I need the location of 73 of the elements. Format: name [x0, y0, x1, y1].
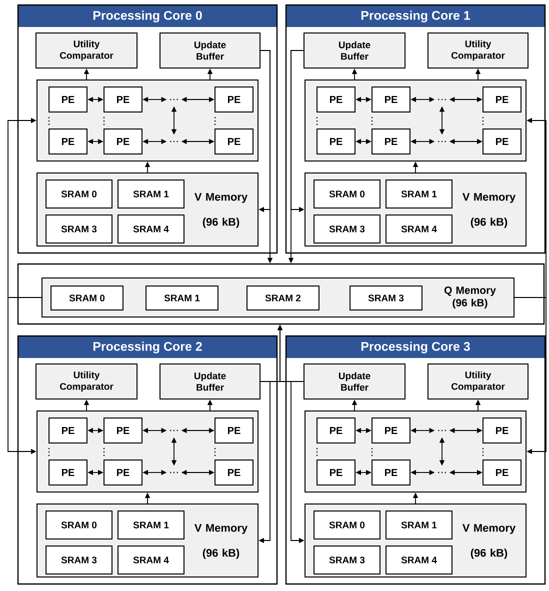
ellipsis: … — [438, 430, 446, 432]
vertical-ellipsis: ⋮ — [482, 448, 484, 456]
vertical-ellipsis: ⋮ — [103, 448, 105, 456]
sram-box: SRAM 0 — [314, 510, 380, 540]
sram-box: SRAM 3 — [314, 546, 380, 574]
pe-box: PE — [214, 460, 254, 486]
sram-box: SRAM 1 — [386, 180, 452, 208]
pe-box: PE — [482, 460, 522, 486]
vertical-ellipsis: ⋮ — [372, 448, 373, 456]
sram-box: SRAM 3 — [46, 546, 112, 574]
sram-box: SRAM 4 — [118, 546, 184, 574]
arrow — [514, 297, 546, 454]
sram-box: SRAM 1 — [118, 180, 184, 208]
function-box: Update Buffer — [160, 32, 260, 68]
ellipsis: … — [170, 98, 178, 100]
pe-box: PE — [48, 418, 88, 444]
pe-box: PE — [482, 128, 522, 154]
pe-box: PE — [214, 86, 254, 112]
vertical-ellipsis: ⋮ — [103, 116, 105, 126]
pe-box: PE — [48, 128, 88, 154]
vertical-ellipsis: ⋮ — [482, 116, 484, 126]
sram-box: SRAM 0 — [46, 180, 112, 208]
pe-box: PE — [214, 418, 254, 444]
function-box: Utility Comparator — [36, 364, 138, 400]
ellipsis: … — [170, 472, 178, 474]
pe-box: PE — [316, 128, 356, 154]
sram-box: SRAM 1 — [386, 510, 452, 540]
sram-box: SRAM 0 — [50, 286, 124, 310]
function-box: Update Buffer — [304, 32, 406, 68]
pe-box: PE — [48, 86, 88, 112]
vertical-ellipsis: ⋮ — [316, 448, 318, 456]
function-box: Utility Comparator — [36, 32, 138, 68]
vertical-ellipsis: ⋮ — [372, 116, 373, 126]
ellipsis: … — [438, 98, 446, 100]
pe-box: PE — [104, 460, 142, 486]
vertical-ellipsis: ⋮ — [48, 116, 50, 126]
pe-box: PE — [48, 460, 88, 486]
pe-box: PE — [372, 86, 410, 112]
vertical-ellipsis: ⋮ — [214, 448, 216, 456]
pe-box: PE — [372, 418, 410, 444]
sram-box: SRAM 3 — [350, 286, 422, 310]
pe-box: PE — [372, 460, 410, 486]
pe-box: PE — [316, 86, 356, 112]
sram-box: SRAM 3 — [314, 214, 380, 244]
ellipsis: … — [438, 140, 446, 142]
sram-box: SRAM 0 — [46, 510, 112, 540]
pe-box: PE — [372, 128, 410, 154]
pe-box: PE — [104, 86, 142, 112]
ellipsis: … — [438, 472, 446, 474]
vertical-ellipsis: ⋮ — [48, 448, 50, 456]
sram-box: SRAM 4 — [118, 214, 184, 244]
pe-box: PE — [104, 418, 142, 444]
pe-box: PE — [316, 460, 356, 486]
function-box: Update Buffer — [304, 364, 406, 400]
pe-box: PE — [316, 418, 356, 444]
sram-box: SRAM 2 — [246, 286, 320, 310]
ellipsis: … — [170, 140, 178, 142]
ellipsis: … — [170, 430, 178, 432]
pe-box: PE — [482, 418, 522, 444]
sram-box: SRAM 1 — [118, 510, 184, 540]
sram-box: SRAM 3 — [46, 214, 112, 244]
pe-box: PE — [482, 86, 522, 112]
pe-box: PE — [104, 128, 142, 154]
vertical-ellipsis: ⋮ — [214, 116, 216, 126]
sram-box: SRAM 4 — [386, 214, 452, 244]
vertical-ellipsis: ⋮ — [316, 116, 318, 126]
sram-box: SRAM 1 — [146, 286, 218, 310]
sram-box: SRAM 4 — [386, 546, 452, 574]
sram-box: SRAM 0 — [314, 180, 380, 208]
pe-box: PE — [214, 128, 254, 154]
function-box: Utility Comparator — [428, 32, 528, 68]
function-box: Update Buffer — [160, 364, 260, 400]
function-box: Utility Comparator — [428, 364, 528, 400]
